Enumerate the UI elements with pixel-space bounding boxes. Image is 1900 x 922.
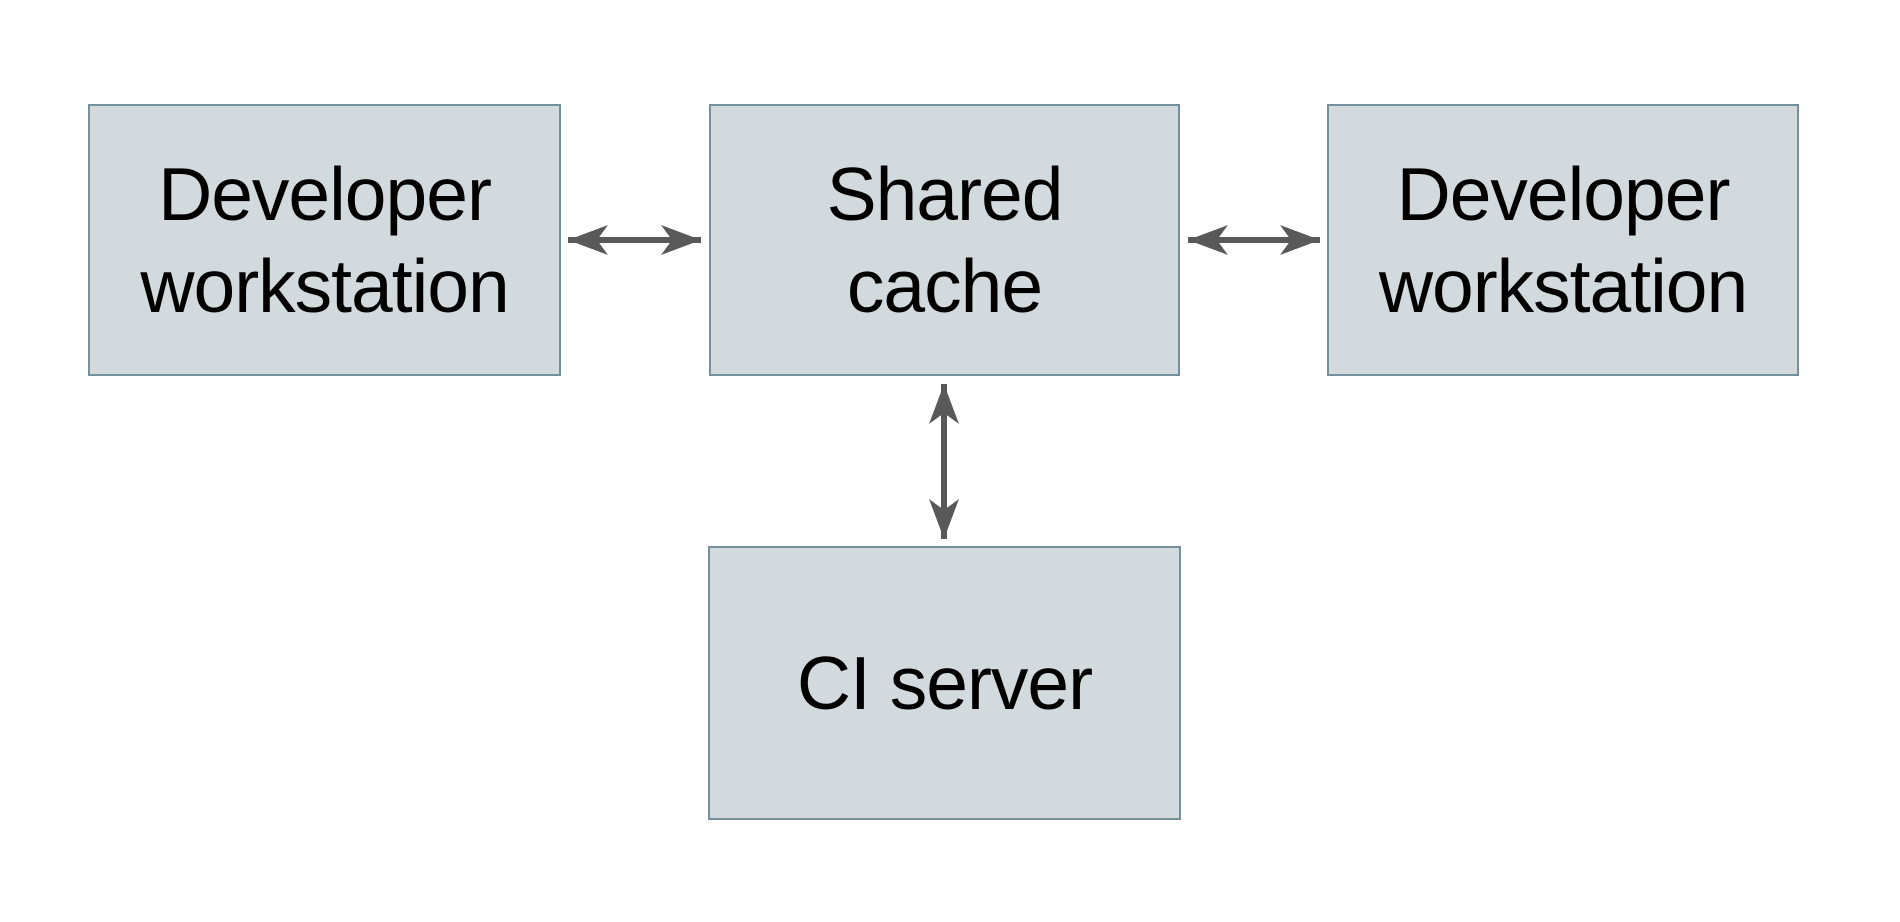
node-label: cache	[846, 244, 1043, 328]
node-label: workstation	[1378, 244, 1748, 328]
node-label: CI server	[796, 641, 1093, 725]
node-ci-server: CI server	[708, 546, 1181, 820]
node-label: workstation	[140, 244, 509, 328]
node-label: Shared	[826, 152, 1064, 236]
node-developer-workstation-left: Developer workstation	[88, 104, 561, 376]
node-label: Developer	[1396, 152, 1731, 236]
node-shared-cache: Shared cache	[709, 104, 1180, 376]
node-developer-workstation-right: Developer workstation	[1327, 104, 1799, 376]
node-label: Developer	[158, 152, 492, 236]
